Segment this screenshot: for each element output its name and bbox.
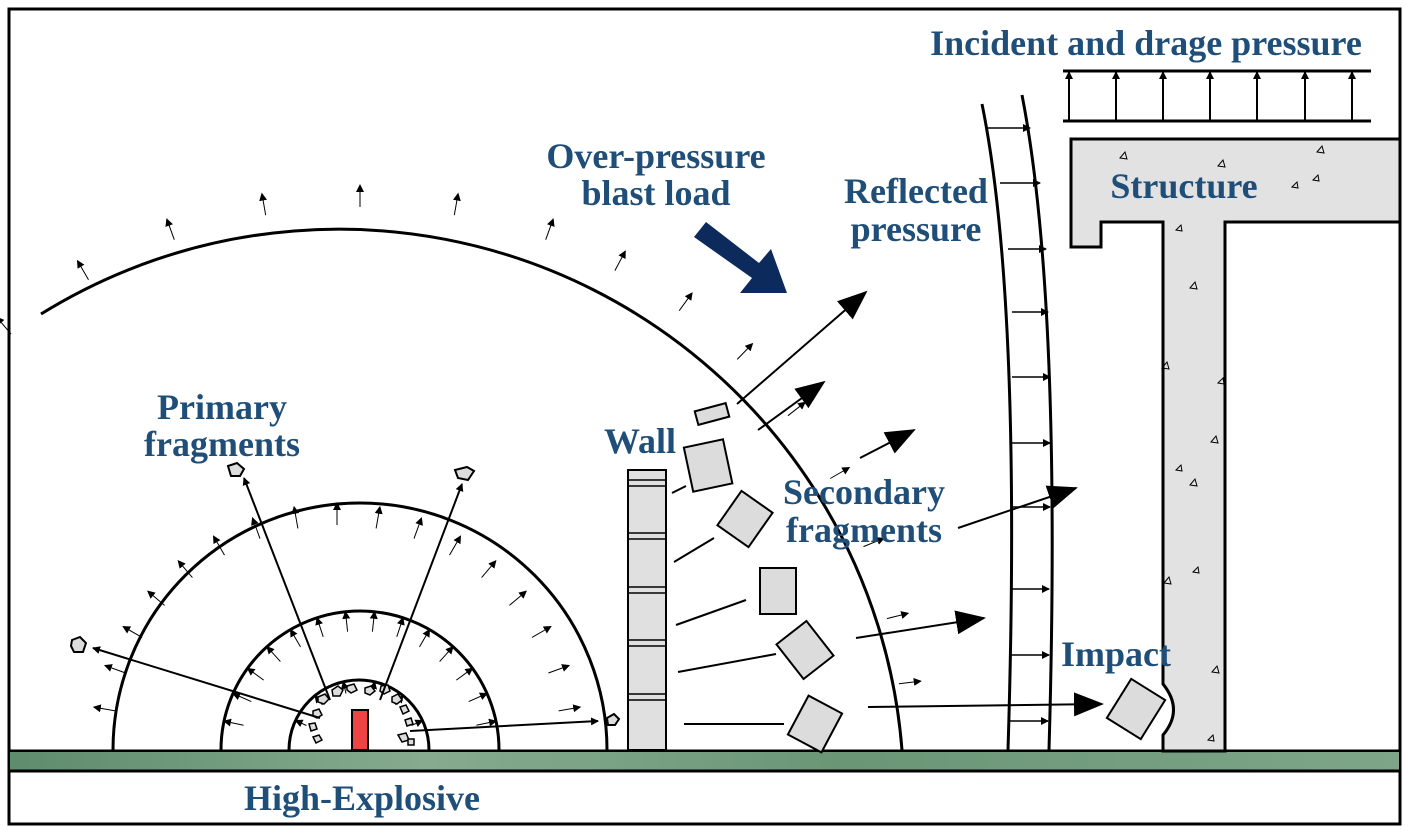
- primary-fragment-trajectories: [92, 477, 599, 732]
- structure-aggregate: [1119, 144, 1325, 742]
- primary-fragments-label-line1: Primary: [157, 387, 287, 427]
- pressure-arrow: [452, 192, 461, 216]
- pressure-arrow: [449, 535, 462, 556]
- pressure-arrow: [545, 218, 555, 240]
- pressure-arrow: [614, 250, 626, 271]
- incident-pressure-arrows: [1063, 69, 1371, 123]
- primary-fragments: [69, 461, 621, 726]
- reflected-pressure-arrows: [988, 124, 1051, 725]
- wave-pressure-arrows: [0, 184, 922, 728]
- middle-wave-front: [111, 501, 609, 751]
- pressure-arrow: [289, 628, 301, 648]
- pressure-arrow: [419, 628, 431, 648]
- pressure-arrow: [531, 625, 552, 638]
- thick-arrow-icon: [694, 222, 787, 293]
- ground: [9, 749, 1400, 773]
- pressure-arrow: [863, 537, 885, 548]
- pressure-arrow: [232, 692, 252, 703]
- pressure-arrow: [92, 704, 116, 713]
- pressure-arrow: [886, 611, 910, 620]
- pressure-arrow: [122, 625, 143, 638]
- pressure-arrow: [0, 316, 12, 335]
- pressure-arrow: [678, 292, 693, 311]
- pressure-arrow: [266, 645, 281, 662]
- overpressure-label-line1: Over-pressure: [546, 136, 765, 176]
- pressure-arrow: [369, 610, 378, 632]
- secondary-fragments-label-line1: Secondary: [783, 472, 945, 512]
- pressure-arrow: [147, 590, 165, 606]
- secondary-fragment-trajectories: [671, 290, 1104, 725]
- pressure-arrow: [509, 590, 527, 606]
- wall: [627, 469, 667, 751]
- pressure-arrow: [736, 342, 754, 360]
- pressure-arrow: [374, 505, 383, 529]
- pressure-arrow: [251, 516, 261, 539]
- blast-wave-fronts: [40, 227, 904, 751]
- pressure-arrow: [259, 192, 268, 216]
- pressure-arrow: [413, 516, 423, 539]
- pressure-arrow: [396, 616, 405, 637]
- small-wave-front: [219, 609, 501, 751]
- pressure-arrow: [342, 610, 351, 632]
- pressure-arrow: [165, 218, 175, 240]
- charge-debris: [308, 683, 415, 746]
- pressure-arrow: [830, 466, 851, 479]
- reflected-pressure-band: [980, 94, 1054, 751]
- incident-pressure-label: Incident and drage pressure: [930, 23, 1362, 63]
- pressure-arrow: [246, 667, 264, 681]
- pressure-arrow: [898, 677, 922, 686]
- secondary-fragments: [682, 401, 1167, 754]
- pressure-arrow: [558, 704, 582, 713]
- overpressure-label-line2: blast load: [581, 173, 730, 213]
- pressure-arrow: [223, 718, 244, 727]
- pressure-arrow: [177, 560, 193, 578]
- pressure-arrow: [340, 680, 349, 694]
- pressure-arrow: [476, 718, 497, 727]
- structure-frame: [1069, 137, 1402, 753]
- reflected-pressure-label-line2: pressure: [851, 209, 982, 249]
- pressure-arrow: [294, 719, 307, 728]
- high-explosive-label: High-Explosive: [244, 778, 480, 818]
- reflected-pressure-label-line1: Reflected: [844, 171, 988, 211]
- primary-fragments-label-line2: fragments: [144, 424, 300, 464]
- pressure-arrow: [291, 505, 300, 529]
- pressure-arrow: [481, 560, 497, 578]
- pressure-arrow: [468, 692, 488, 703]
- explosive-charge-icon: [351, 709, 369, 751]
- structure-label: Structure: [1110, 166, 1257, 206]
- pressure-arrow: [548, 664, 571, 674]
- secondary-fragments-label-line2: fragments: [786, 510, 942, 550]
- impact-label: Impact: [1061, 634, 1171, 674]
- wall-label: Wall: [604, 421, 676, 461]
- pressure-arrow: [456, 667, 474, 681]
- pressure-arrow: [212, 535, 225, 556]
- pressure-arrow: [315, 616, 324, 637]
- large-wave-front: [40, 227, 904, 751]
- inner-wave-front: [287, 678, 431, 751]
- pressure-arrow: [103, 664, 126, 674]
- pressure-arrow: [439, 645, 454, 662]
- pressure-arrow: [76, 259, 89, 280]
